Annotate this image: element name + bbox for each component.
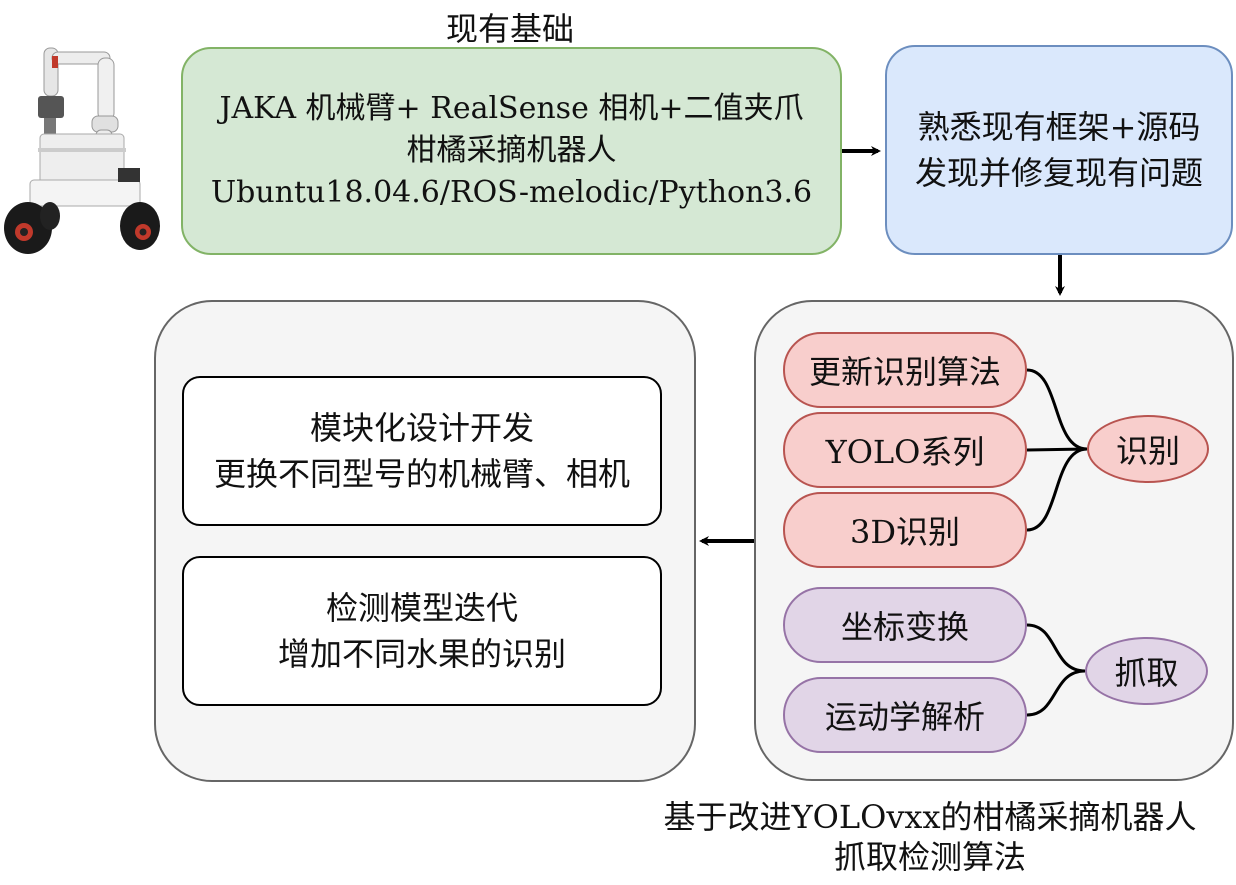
brace-3d <box>1026 447 1088 532</box>
caption-line-1: 基于改进YOLOvxx的柑橘采摘机器人 <box>663 798 1197 836</box>
kinematics-node: 运动学解析 <box>783 677 1027 753</box>
familiarize-line-2: 发现并修复现有问题 <box>914 154 1203 192</box>
diagram-caption: 基于改进YOLOvxx的柑橘采摘机器人 抓取检测算法 <box>622 797 1236 877</box>
3d-recognition-node: 3D识别 <box>783 492 1027 568</box>
model-iteration-line-2: 增加不同水果的识别 <box>277 635 566 673</box>
brace-update-algorithm <box>1026 368 1088 451</box>
recognition-node: 识别 <box>1087 415 1209 483</box>
modular-design-line-1: 模块化设计开发 <box>309 409 534 447</box>
foundation-line-1: JAKA 机械臂+ RealSense 相机+二值夹爪 <box>219 91 804 126</box>
model-iteration-box: 检测模型迭代 增加不同水果的识别 <box>182 556 662 706</box>
foundation-line-2: 柑橘采摘机器人 <box>406 133 617 168</box>
brace-kinematics <box>1026 669 1086 717</box>
foundation-box: JAKA 机械臂+ RealSense 相机+二值夹爪 柑橘采摘机器人 Ubun… <box>181 47 842 255</box>
brace-coordinate <box>1026 623 1086 673</box>
foundation-line-3: Ubuntu18.04.6/ROS-melodic/Python3.6 <box>210 175 813 210</box>
update-algorithm-node: 更新识别算法 <box>783 332 1027 408</box>
modular-design-line-2: 更换不同型号的机械臂、相机 <box>213 455 630 493</box>
familiarize-box: 熟悉现有框架+源码 发现并修复现有问题 <box>885 45 1233 255</box>
existing-foundation-title: 现有基础 <box>445 10 574 48</box>
caption-line-2: 抓取检测算法 <box>833 838 1026 876</box>
coordinate-transform-node: 坐标变换 <box>783 587 1027 663</box>
modular-design-box: 模块化设计开发 更换不同型号的机械臂、相机 <box>182 376 662 526</box>
grasp-node: 抓取 <box>1085 637 1208 705</box>
robot-arm-image <box>4 47 160 254</box>
brace-yolo <box>1026 447 1088 452</box>
yolo-series-node: YOLO系列 <box>783 412 1027 488</box>
familiarize-line-1: 熟悉现有框架+源码 <box>917 108 1201 146</box>
model-iteration-line-1: 检测模型迭代 <box>325 589 518 627</box>
